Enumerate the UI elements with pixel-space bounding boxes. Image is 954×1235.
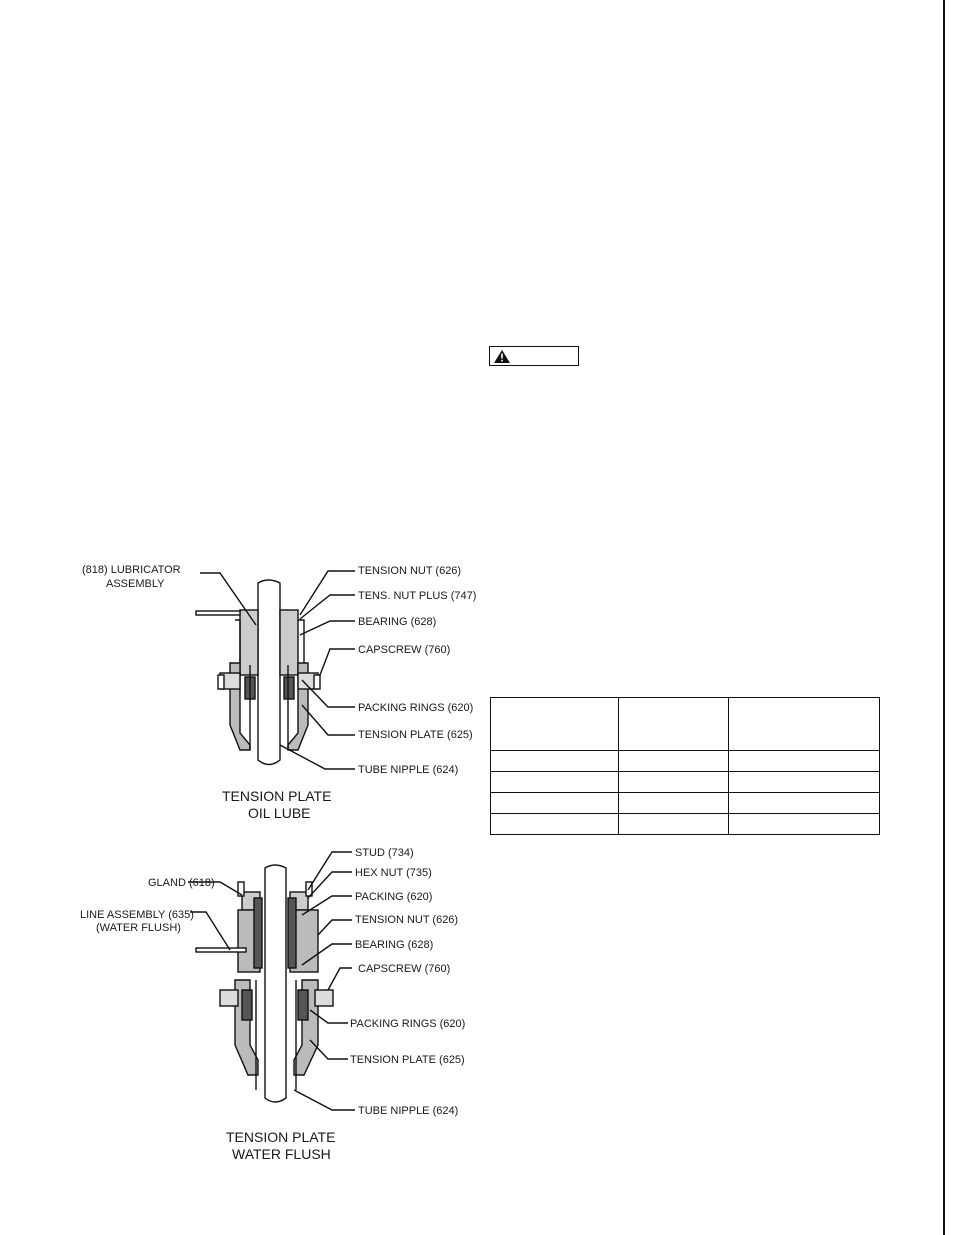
label-bearing: BEARING (628) — [358, 616, 436, 628]
label-tension-plate: TENSION PLATE (625) — [350, 1054, 465, 1066]
label-gland: GLAND (618) — [148, 877, 215, 889]
label-lubricator-line1: (818) LUBRICATOR — [82, 564, 181, 576]
label-line-assembly-line2: (WATER FLUSH) — [96, 922, 181, 934]
warning-banner — [489, 346, 579, 366]
label-bearing: BEARING (628) — [355, 939, 433, 951]
table-row — [490, 750, 880, 772]
label-packing-rings: PACKING RINGS (620) — [350, 1018, 465, 1030]
label-tube-nipple: TUBE NIPPLE (624) — [358, 1105, 458, 1117]
label-stud: STUD (734) — [355, 847, 414, 859]
label-tension-plate: TENSION PLATE (625) — [358, 729, 473, 741]
water-flush-diagram: GLAND (618) LINE ASSEMBLY (635) (WATER F… — [80, 847, 465, 1162]
page-edge-rule — [943, 0, 945, 1235]
label-tube-nipple: TUBE NIPPLE (624) — [358, 764, 458, 776]
label-lubricator-line2: ASSEMBLY — [106, 578, 165, 590]
warning-triangle-icon — [494, 350, 510, 363]
water-flush-labels: GLAND (618) LINE ASSEMBLY (635) (WATER F… — [80, 847, 465, 1162]
caption-oil-line2: OIL LUBE — [248, 805, 311, 821]
table-row — [490, 813, 880, 835]
label-capscrew: CAPSCREW (760) — [358, 963, 450, 975]
label-capscrew: CAPSCREW (760) — [358, 644, 450, 656]
table-header-row — [490, 697, 880, 751]
oil-lube-diagram: (818) LUBRICATOR ASSEMBLY TENSION NUT (6… — [82, 564, 476, 821]
table-row — [490, 771, 880, 793]
label-line-assembly-line1: LINE ASSEMBLY (635) — [80, 909, 194, 921]
caption-oil-line1: TENSION PLATE — [222, 788, 331, 804]
label-packing: PACKING (620) — [355, 891, 432, 903]
label-tension-nut: TENSION NUT (626) — [355, 914, 458, 926]
label-packing-rings: PACKING RINGS (620) — [358, 702, 473, 714]
caption-water-line2: WATER FLUSH — [232, 1146, 331, 1162]
label-tension-nut: TENSION NUT (626) — [358, 565, 461, 577]
label-hex-nut: HEX NUT (735) — [355, 867, 432, 879]
table-row — [490, 792, 880, 814]
label-tens-nut-plus: TENS. NUT PLUS (747) — [358, 590, 476, 602]
spec-table — [490, 697, 880, 835]
oil-lube-labels: (818) LUBRICATOR ASSEMBLY TENSION NUT (6… — [82, 564, 476, 821]
caption-water-line1: TENSION PLATE — [226, 1129, 335, 1145]
